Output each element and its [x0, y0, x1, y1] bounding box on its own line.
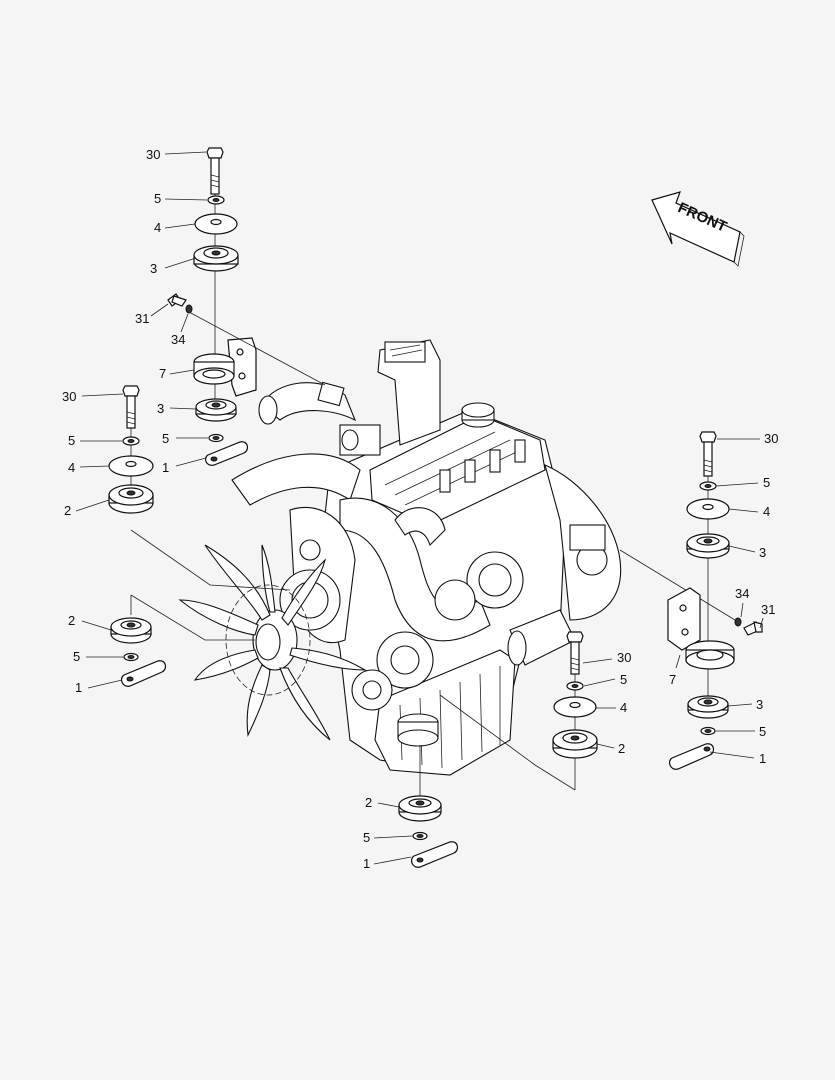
callout-4-left: 4: [68, 460, 75, 475]
bracket-7-left: [193, 337, 257, 397]
bolt-30-right: [699, 431, 717, 477]
mount-2-left-upper: [108, 484, 154, 514]
washer-5-top: [207, 195, 225, 205]
callout-5-left: 5: [68, 433, 75, 448]
plate-1-mid-left: [204, 441, 249, 466]
washer-34-top: [185, 304, 193, 314]
callout-1-bottom: 1: [363, 856, 370, 871]
callout-31-right: 31: [761, 602, 775, 617]
callout-2-left-upper: 2: [64, 503, 71, 518]
mount-3-right-upper: [686, 533, 730, 559]
callout-5-left-lower: 5: [73, 649, 80, 664]
washer-4-right: [686, 498, 730, 520]
bolt-30-top: [206, 147, 224, 195]
bolt-31-right: [743, 621, 763, 636]
callout-30-left: 30: [62, 389, 76, 404]
washer-4-left: [108, 455, 154, 477]
bolt-30-center: [566, 631, 584, 675]
leader-lines: [75, 151, 764, 865]
callout-7-left: 7: [159, 366, 166, 381]
plate-1-bottom: [410, 841, 459, 868]
callout-30-right: 30: [764, 431, 778, 446]
washer-5-left: [122, 436, 140, 446]
washer-5-mid-left: [208, 433, 224, 443]
mount-2-center: [552, 729, 598, 759]
washer-5-bottom: [412, 831, 428, 841]
callout-1-right: 1: [759, 751, 766, 766]
callout-labels: 30 5 4 3 31 34 7 30 3 5 5 1 4 2 2 5 1 30…: [62, 147, 778, 871]
callout-7-right: 7: [669, 672, 676, 687]
washer-5-left-lower: [123, 652, 139, 662]
bolt-31-top: [167, 293, 187, 307]
callout-2-bottom: 2: [365, 795, 372, 810]
callout-5-top: 5: [154, 191, 161, 206]
mount-2-bottom: [398, 795, 442, 822]
callout-3-top: 3: [150, 261, 157, 276]
mount-3-left-lower: [195, 398, 237, 422]
callout-3-left: 3: [157, 401, 164, 416]
mount-2-left-lower: [110, 617, 152, 644]
callout-5-mid: 5: [162, 431, 169, 446]
fan-shroud-outline: [225, 584, 311, 696]
callout-2-center: 2: [618, 741, 625, 756]
callout-34-right: 34: [735, 586, 749, 601]
callout-5-center: 5: [620, 672, 627, 687]
plate-1-right: [668, 743, 715, 770]
callout-4-right: 4: [763, 504, 770, 519]
callout-5-right-lower: 5: [759, 724, 766, 739]
callout-34-left: 34: [171, 332, 185, 347]
mount-3-top: [193, 245, 239, 272]
callout-30-top: 30: [146, 147, 160, 162]
callout-2-left-lower: 2: [68, 613, 75, 628]
callout-3-right: 3: [759, 545, 766, 560]
plate-1-left-lower: [120, 660, 167, 687]
callout-4-center: 4: [620, 700, 627, 715]
engine-assembly: [178, 339, 622, 776]
bolt-30-left: [122, 385, 140, 429]
callout-4-top: 4: [154, 220, 161, 235]
washer-5-center: [566, 681, 584, 691]
callout-5-bottom: 5: [363, 830, 370, 845]
washer-34-right: [734, 617, 742, 627]
callout-31-left: 31: [135, 311, 149, 326]
callout-30-center: 30: [617, 650, 631, 665]
bracket-7-right: [667, 587, 735, 670]
callout-1-left-lower: 1: [75, 680, 82, 695]
washer-5-right-lower: [700, 726, 716, 736]
washer-4-center: [553, 696, 597, 718]
callout-3-right-lower: 3: [756, 697, 763, 712]
callout-5-right: 5: [763, 475, 770, 490]
mount-3-right-lower: [687, 695, 729, 719]
callout-1-mid: 1: [162, 460, 169, 475]
washer-4-top: [194, 213, 238, 235]
front-arrow: FRONT: [651, 191, 745, 267]
washer-5-right: [699, 481, 717, 491]
